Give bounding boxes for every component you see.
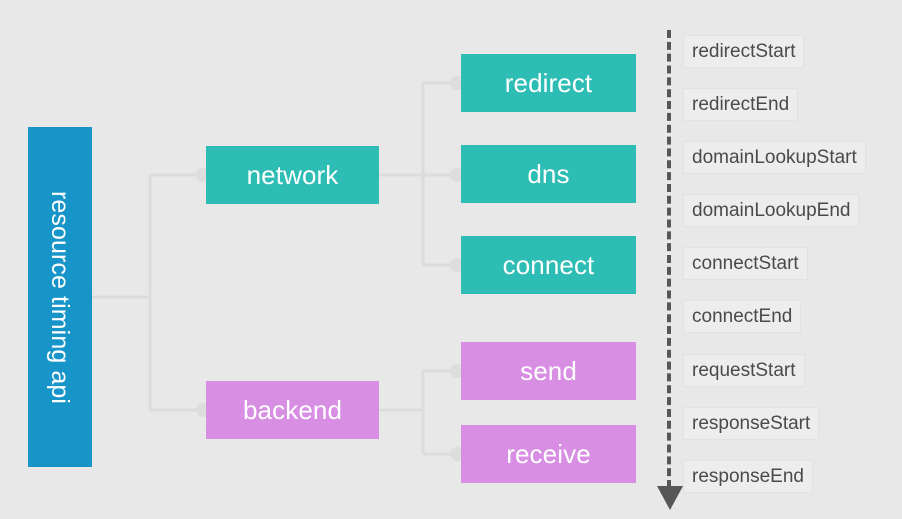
node-receive[interactable]: receive: [461, 425, 636, 483]
timing-mark-connectend[interactable]: connectEnd: [683, 300, 802, 333]
node-label-send: send: [520, 356, 577, 386]
node-network[interactable]: network: [206, 146, 379, 204]
timing-mark-label: connectStart: [692, 253, 799, 274]
timing-mark-label: requestStart: [692, 360, 796, 381]
timing-mark-label: domainLookupStart: [692, 147, 857, 168]
timing-mark-responseend[interactable]: responseEnd: [683, 460, 813, 493]
node-resource-timing-api[interactable]: resource timing api: [28, 127, 92, 467]
timing-mark-label: domainLookupEnd: [692, 200, 851, 221]
node-label-root: resource timing api: [46, 190, 75, 404]
node-send[interactable]: send: [461, 342, 636, 400]
timing-mark-label: responseEnd: [692, 466, 804, 487]
node-label-connect: connect: [502, 250, 595, 280]
node-label-receive: receive: [506, 439, 591, 469]
node-label-redirect: redirect: [504, 68, 593, 98]
node-redirect[interactable]: redirect: [461, 54, 636, 112]
timing-mark-connectstart[interactable]: connectStart: [683, 247, 808, 280]
timing-mark-label: connectEnd: [692, 306, 793, 327]
timing-mark-requeststart[interactable]: requestStart: [683, 354, 805, 387]
node-backend[interactable]: backend: [206, 381, 379, 439]
timing-mark-label: responseStart: [692, 413, 811, 434]
node-label-backend: backend: [243, 395, 342, 425]
node-connect[interactable]: connect: [461, 236, 636, 294]
timeline-dashed-axis: [667, 30, 671, 488]
timing-mark-responsestart[interactable]: responseStart: [683, 407, 820, 440]
timing-mark-label: redirectEnd: [692, 94, 790, 115]
timeline-arrow-down-icon: [657, 486, 683, 510]
timing-mark-label: redirectStart: [692, 41, 796, 62]
node-label-network: network: [246, 160, 339, 190]
timing-mark-redirectstart[interactable]: redirectStart: [683, 35, 805, 68]
node-label-dns: dns: [527, 159, 570, 189]
timing-mark-domainlookupstart[interactable]: domainLookupStart: [683, 141, 866, 174]
timing-mark-domainlookupend[interactable]: domainLookupEnd: [683, 194, 860, 227]
timing-mark-redirectend[interactable]: redirectEnd: [683, 88, 799, 121]
node-dns[interactable]: dns: [461, 145, 636, 203]
